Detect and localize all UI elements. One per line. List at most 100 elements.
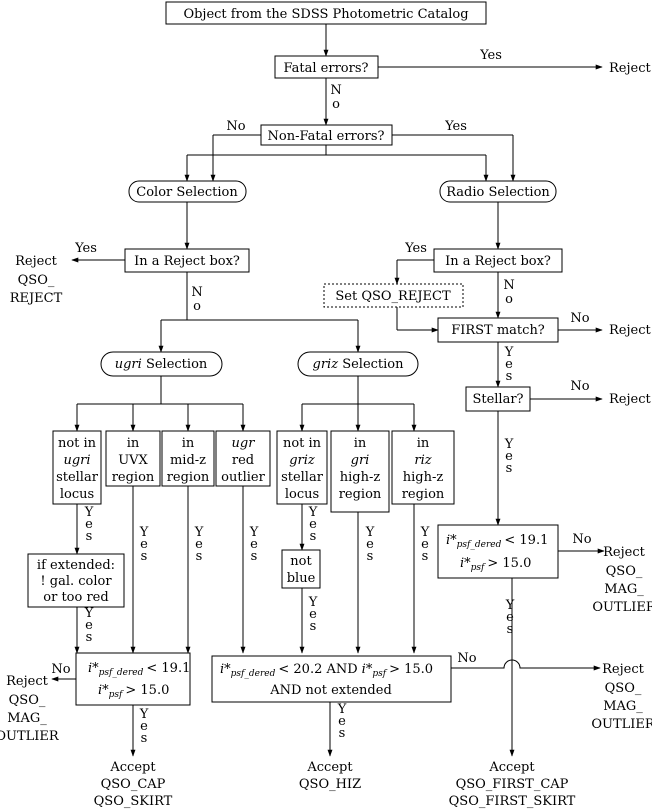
outcome-reject-first-no-match: Reject — [609, 323, 651, 338]
svg-text:Non-Fatal errors?: Non-Fatal errors? — [268, 129, 385, 144]
svg-text:outlier: outlier — [221, 470, 265, 485]
svg-text:! gal. color: ! gal. color — [40, 574, 112, 589]
svg-text:N: N — [503, 278, 514, 293]
svg-text:in: in — [354, 436, 367, 451]
outcome-reject-not-stellar: Reject — [609, 392, 651, 407]
ugri-selection-node: ugri Selection — [100, 351, 223, 377]
label-yes-radio-reject: Yes — [404, 241, 427, 256]
svg-text:locus: locus — [60, 487, 94, 502]
fatal-errors-decision: Fatal errors? — [274, 55, 379, 79]
label-yes-ugr-outlier-down: Y e s — [249, 525, 259, 564]
svg-text:N: N — [191, 285, 202, 300]
svg-text:not in: not in — [283, 436, 322, 451]
connectors — [51, 24, 605, 757]
griz-selection-node: griz Selection — [297, 351, 419, 377]
svg-text:e: e — [195, 537, 203, 552]
criterion-not-in-griz-locus: not in griz stellar locus — [276, 430, 328, 505]
svg-text:ugr: ugr — [232, 436, 256, 451]
outcome-accept-first: Accept QSO_FIRST_CAP QSO_FIRST_SKIRT — [449, 760, 576, 809]
svg-text:Set QSO_REJECT: Set QSO_REJECT — [335, 289, 451, 304]
label-yes-nonfatal: Yes — [444, 119, 467, 134]
svg-text:Y: Y — [337, 702, 347, 717]
criterion-mid-z-region: in mid-z region — [161, 430, 215, 487]
svg-text:in: in — [182, 436, 195, 451]
svg-text:Fatal errors?: Fatal errors? — [284, 61, 369, 76]
svg-text:Y: Y — [194, 525, 204, 540]
outcome-reject-mag-first: Reject QSO_ MAG_ OUTLIER — [592, 545, 652, 615]
svg-text:Y: Y — [249, 525, 259, 540]
svg-text:region: region — [402, 487, 445, 502]
svg-text:e: e — [250, 537, 258, 552]
svg-text:Reject: Reject — [15, 254, 57, 269]
svg-text:high-z: high-z — [403, 470, 444, 485]
svg-text:s: s — [196, 549, 203, 564]
label-no-nonfatal: No — [226, 119, 245, 134]
svg-text:Accept: Accept — [306, 760, 353, 775]
svg-text:e: e — [505, 357, 513, 372]
svg-text:Y: Y — [308, 595, 318, 610]
svg-text:QSO_CAP: QSO_CAP — [101, 777, 166, 792]
svg-text:gri: gri — [351, 453, 370, 468]
svg-text:s: s — [506, 369, 513, 384]
label-yes-mag-low-down: Y e s — [139, 707, 149, 746]
svg-text:e: e — [85, 517, 93, 532]
label-yes-color-reject: Yes — [74, 241, 97, 256]
first-match-decision: FIRST match? — [437, 317, 559, 343]
svg-text:UVX: UVX — [118, 453, 148, 468]
svg-text:s: s — [310, 619, 317, 634]
svg-text:Y: Y — [420, 525, 430, 540]
svg-text:Accept: Accept — [488, 760, 535, 775]
svg-text:MAG_: MAG_ — [7, 711, 47, 726]
svg-text:blue: blue — [287, 571, 316, 586]
svg-text:o: o — [193, 299, 201, 314]
svg-text:Y: Y — [365, 525, 375, 540]
svg-text:mid-z: mid-z — [170, 453, 206, 468]
label-no-radio-reject-down: N o — [503, 278, 514, 307]
svg-text:stellar: stellar — [281, 470, 324, 485]
svg-text:region: region — [339, 487, 382, 502]
svg-text:Reject: Reject — [609, 392, 651, 407]
label-no-color-reject-down: N o — [191, 285, 202, 314]
svg-text:locus: locus — [285, 487, 319, 502]
svg-text:Y: Y — [504, 345, 514, 360]
svg-text:s: s — [86, 630, 93, 645]
svg-text:in: in — [417, 436, 430, 451]
label-yes-mag-first-down: Y e s — [505, 598, 515, 637]
criterion-uvx-region: in UVX region — [105, 430, 161, 487]
svg-text:In a Reject box?: In a Reject box? — [134, 254, 240, 269]
extended-check-node: if extended: ! gal. color or too red — [27, 553, 125, 608]
svg-text:QSO_SKIRT: QSO_SKIRT — [94, 794, 173, 809]
svg-text:s: s — [506, 461, 513, 476]
label-yes-extended-down: Y e s — [84, 606, 94, 645]
magnitude-cut-low-z: i*psf_dered< 19.1 i*psf> 15.0 — [75, 652, 191, 706]
outcome-reject-mag-low-z: Reject QSO_ MAG_ OUTLIER — [0, 674, 60, 744]
svg-text:o: o — [332, 97, 340, 112]
svg-text:in: in — [127, 436, 140, 451]
svg-text:OUTLIER: OUTLIER — [591, 717, 652, 732]
label-yes-mag-high-down: Y e s — [337, 702, 347, 741]
svg-text:Radio Selection: Radio Selection — [446, 185, 550, 200]
svg-text:Y: Y — [84, 606, 94, 621]
svg-text:e: e — [506, 610, 514, 625]
start-node: Object from the SDSS Photometric Catalog — [165, 1, 487, 25]
svg-text:s: s — [86, 529, 93, 544]
criterion-ugr-red-outlier: ugr red outlier — [215, 430, 271, 487]
svg-text:s: s — [367, 549, 374, 564]
svg-text:e: e — [338, 714, 346, 729]
svg-text:QSO_: QSO_ — [606, 564, 643, 579]
svg-text:Y: Y — [139, 525, 149, 540]
svg-text:s: s — [422, 549, 429, 564]
criterion-gri-high-z: in gri high-z region — [330, 430, 390, 513]
svg-text:MAG_: MAG_ — [604, 582, 644, 597]
svg-text:QSO_HIZ: QSO_HIZ — [299, 777, 361, 792]
label-no-mag-low: No — [51, 662, 70, 677]
svg-text:s: s — [339, 726, 346, 741]
svg-text:i*psf_dered< 19.1: i*psf_dered< 19.1 — [446, 533, 548, 550]
svg-text:QSO_: QSO_ — [605, 681, 642, 696]
svg-text:s: s — [251, 549, 258, 564]
label-no-fatal-down: N o — [330, 83, 341, 112]
outcome-reject-color-box: Reject QSO_ REJECT — [10, 254, 63, 306]
svg-text:Y: Y — [504, 437, 514, 452]
svg-text:or too red: or too red — [43, 590, 108, 605]
